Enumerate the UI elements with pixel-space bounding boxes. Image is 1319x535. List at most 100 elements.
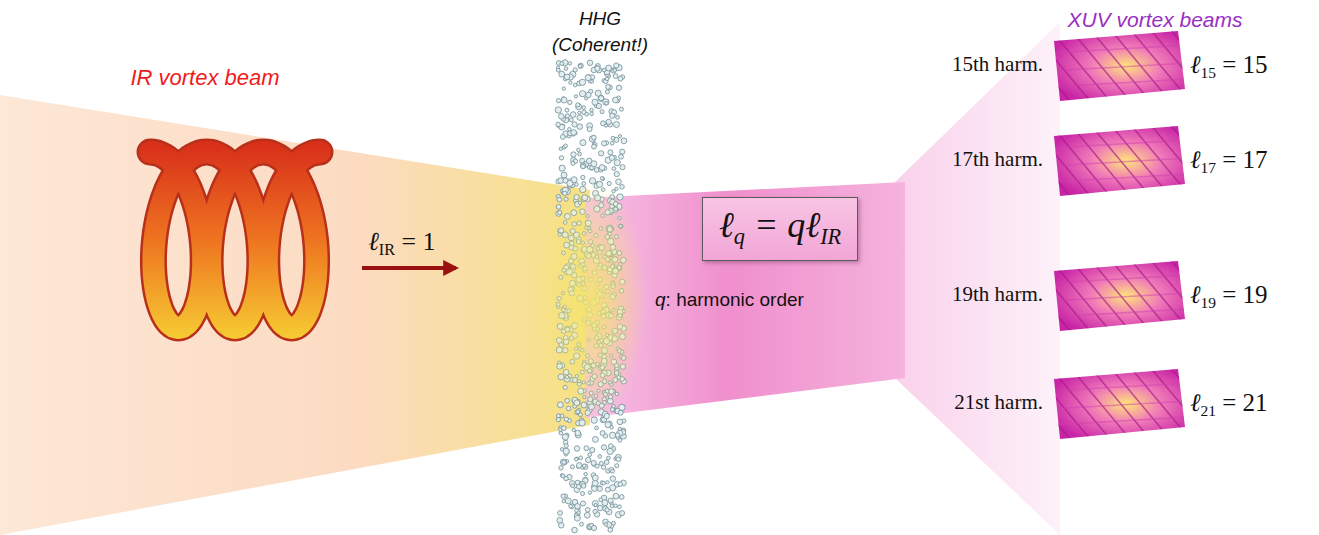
- gas-atom: [590, 108, 594, 112]
- gas-atom: [572, 122, 577, 127]
- gas-atom: [598, 151, 603, 156]
- gas-atom: [620, 185, 625, 190]
- gas-atom: [600, 177, 604, 181]
- gas-atom: [599, 461, 603, 465]
- gas-atom: [614, 160, 620, 166]
- text-run: = 21: [1216, 389, 1268, 416]
- text-run: ℓ: [1190, 51, 1200, 78]
- gas-atom: [559, 466, 563, 470]
- gas-atom: [568, 127, 572, 131]
- gas-atom: [556, 99, 560, 103]
- gas-atom: [605, 487, 610, 492]
- output-beam-title: XUV vortex beams: [1067, 7, 1242, 32]
- gas-atom: [577, 511, 580, 514]
- gas-atom: [592, 135, 597, 140]
- gas-atom: [568, 100, 572, 104]
- gas-atom: [565, 498, 571, 504]
- gas-atom: [593, 509, 597, 513]
- gas-atom: [591, 460, 596, 465]
- gas-atom: [569, 118, 573, 122]
- focus-glow: [537, 180, 647, 420]
- gas-atom: [555, 107, 561, 113]
- gas-atom: [595, 426, 599, 430]
- gas-atom: [600, 110, 604, 114]
- oam-value: ℓ19 = 19: [1190, 280, 1268, 312]
- gas-atom: [604, 523, 607, 526]
- gas-atom: [564, 144, 568, 148]
- gas-atom: [588, 453, 592, 457]
- gas-atom: [613, 97, 619, 103]
- gas-atom: [607, 456, 611, 460]
- gas-atom: [560, 414, 564, 418]
- gas-atom: [596, 103, 601, 108]
- harmonic-name: 17th harm.: [952, 147, 1043, 172]
- harmonic-beam-icon: [1010, 29, 1230, 101]
- gas-atom: [571, 161, 575, 165]
- gas-atom: [619, 154, 624, 159]
- input-beam-title: IR vortex beam: [130, 65, 279, 91]
- gas-atom: [611, 469, 615, 473]
- oam-value: ℓ17 = 17: [1190, 145, 1268, 177]
- gas-atom: [616, 115, 620, 119]
- gas-atom: [605, 422, 611, 428]
- gas-atom: [564, 67, 568, 71]
- gas-atom: [573, 68, 577, 72]
- gas-atom: [575, 515, 581, 521]
- harmonic-beam-icon: [1010, 124, 1230, 196]
- gas-atom: [559, 431, 563, 435]
- text-run: IR: [379, 241, 395, 258]
- formula-text: ℓq = qℓIR: [719, 204, 842, 250]
- gas-atom: [608, 150, 613, 155]
- text-run: : harmonic order: [666, 289, 804, 310]
- gas-atom: [598, 455, 602, 459]
- text-run: = 15: [1216, 51, 1268, 78]
- gas-atom: [560, 135, 565, 140]
- gas-atom: [595, 66, 600, 71]
- gas-atom: [572, 428, 575, 431]
- gas-atom: [616, 457, 621, 462]
- gas-atom: [599, 498, 603, 502]
- gas-atom: [563, 448, 569, 454]
- gas-atom: [585, 507, 590, 512]
- gas-atom: [599, 96, 604, 101]
- gas-atom: [584, 446, 589, 451]
- gas-atom: [580, 158, 585, 163]
- gas-atom: [610, 141, 614, 145]
- gas-atom: [588, 491, 591, 494]
- gas-atom: [609, 432, 615, 438]
- gas-atom: [582, 464, 586, 468]
- gas-atom: [590, 80, 593, 83]
- gas-atom: [586, 457, 591, 462]
- oam-value: ℓ15 = 15: [1190, 50, 1268, 82]
- gas-atom: [605, 77, 609, 81]
- gas-atom: [608, 444, 613, 449]
- gas-atom: [564, 476, 568, 480]
- gas-atom: [617, 419, 623, 425]
- gas-atom: [574, 457, 578, 461]
- gas-atom: [565, 114, 569, 118]
- text-run: ℓ: [1190, 389, 1200, 416]
- gas-atom: [610, 113, 615, 118]
- gas-atom: [609, 467, 614, 472]
- gas-atom: [602, 481, 606, 485]
- gas-atom: [606, 481, 609, 484]
- gas-atom: [618, 410, 623, 415]
- gas-atom: [557, 402, 563, 408]
- gas-atom: [577, 115, 582, 120]
- gas-atom: [619, 404, 625, 410]
- gas-atom: [581, 175, 585, 179]
- gas-atom: [570, 112, 576, 118]
- gas-atom: [578, 63, 583, 68]
- gas-atom: [592, 436, 598, 442]
- gas-atom: [587, 60, 593, 66]
- gas-atom: [556, 122, 561, 127]
- propagation-arrow: [362, 266, 456, 270]
- gas-atom: [618, 438, 622, 442]
- gas-atom: [581, 164, 586, 169]
- gas-atom: [561, 172, 567, 178]
- gas-atom: [559, 156, 563, 160]
- gas-atom: [616, 85, 621, 90]
- gas-atom: [589, 136, 595, 142]
- gas-atom: [565, 108, 569, 112]
- gas-atom: [574, 95, 577, 98]
